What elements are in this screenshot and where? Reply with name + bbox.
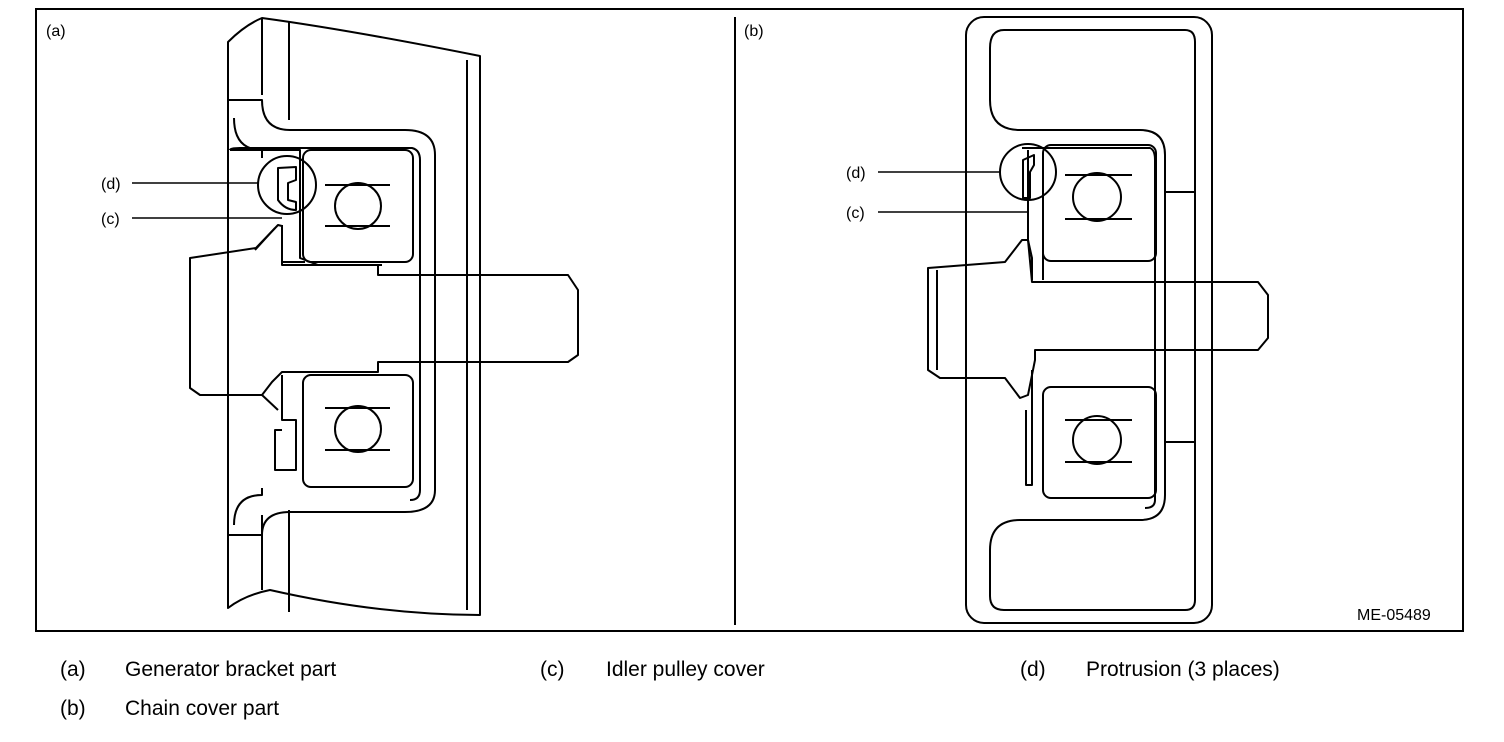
panel-b-callout-d: (d) (846, 165, 866, 182)
legend-key-c: (c) (540, 658, 565, 681)
panel-a-protrusion-circle (257, 155, 317, 215)
legend-key-b: (b) (60, 697, 86, 720)
panel-a-drawing (189, 17, 579, 616)
panel-a-label: (a) (46, 23, 66, 40)
legend-key-d: (d) (1020, 658, 1046, 681)
figure-frame (35, 8, 1464, 632)
legend-text-d: Protrusion (3 places) (1086, 658, 1280, 681)
panel-b-label: (b) (744, 23, 764, 40)
panel-a-callout-c: (c) (101, 211, 120, 228)
figure-id: ME-05489 (1357, 607, 1431, 624)
legend-text-b: Chain cover part (125, 697, 280, 720)
panel-b-callout-c: (c) (846, 205, 865, 222)
panel-b-drawing (927, 16, 1269, 624)
legend-key-a: (a) (60, 658, 86, 681)
legend-text-a: Generator bracket part (125, 658, 337, 681)
panel-a-callout-d: (d) (101, 176, 121, 193)
legend-text-c: Idler pulley cover (606, 658, 765, 681)
